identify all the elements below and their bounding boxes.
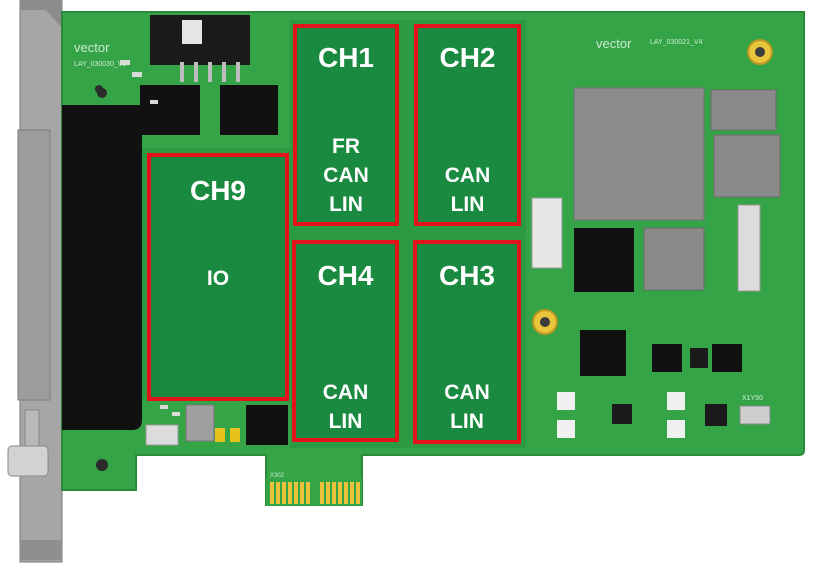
board-connector (737, 204, 761, 292)
mounting-bracket (7, 0, 63, 563)
power-inductor (220, 85, 278, 135)
channel-ch9: CH9 IO (147, 153, 289, 401)
board-connector (531, 197, 563, 269)
board-id-left: LAY_030030_V1 (74, 61, 127, 68)
mounting-hole (747, 39, 773, 65)
channel-protocol: CAN (323, 164, 369, 187)
channel-title: CH9 (189, 175, 246, 206)
power-inductor (140, 85, 200, 135)
channel-ch3: CH3 CAN LIN (413, 240, 521, 444)
edge-label: X302 (270, 473, 285, 479)
memory-chip (710, 89, 777, 131)
channel-protocol: CAN (444, 381, 490, 404)
channel-protocol: FR (332, 135, 360, 158)
channel-title: CH2 (439, 42, 496, 73)
test-pads (557, 392, 685, 438)
small-chip (612, 404, 632, 424)
channel-protocol: LIN (450, 410, 484, 433)
memory-chip (643, 227, 705, 291)
channel-title: CH3 (438, 260, 495, 291)
vector-logo-left: vector (74, 40, 110, 55)
channel-protocol: LIN (328, 410, 363, 433)
fpga-chip (574, 228, 634, 292)
via-hole (97, 88, 107, 98)
tantalum-capacitors (145, 404, 240, 446)
channel-protocol: CAN (322, 381, 369, 404)
channel-ch2: CH2 CAN LIN (414, 24, 521, 226)
pcie-edge-connector (266, 478, 362, 506)
chip-label: X1Y50 (742, 395, 763, 402)
power-inductor (246, 405, 288, 445)
small-chip (705, 404, 727, 426)
controller-chip (712, 344, 742, 372)
mounting-hole (532, 309, 558, 335)
channel-title: CH4 (317, 260, 374, 291)
board-id-right: LAY_030021_V4 (650, 39, 703, 46)
channel-protocol: CAN (444, 164, 491, 187)
channel-protocol: LIN (450, 193, 485, 216)
via-hole (96, 459, 108, 471)
channel-title: CH1 (317, 42, 374, 73)
top-pin-header (150, 15, 250, 82)
main-processor (573, 87, 705, 221)
controller-chip (652, 344, 682, 372)
channel-ch4: CH4 CAN LIN (292, 240, 399, 442)
channel-protocol: IO (206, 267, 230, 290)
channel-ch1: CH1 FR CAN LIN (293, 24, 399, 226)
vector-logo-right: vector (596, 36, 632, 51)
channel-protocol: LIN (329, 193, 363, 216)
memory-chip (713, 134, 781, 198)
d-sub-connector (62, 105, 142, 430)
controller-chip (580, 330, 626, 376)
small-connector (739, 405, 771, 425)
controller-chip (690, 348, 708, 368)
